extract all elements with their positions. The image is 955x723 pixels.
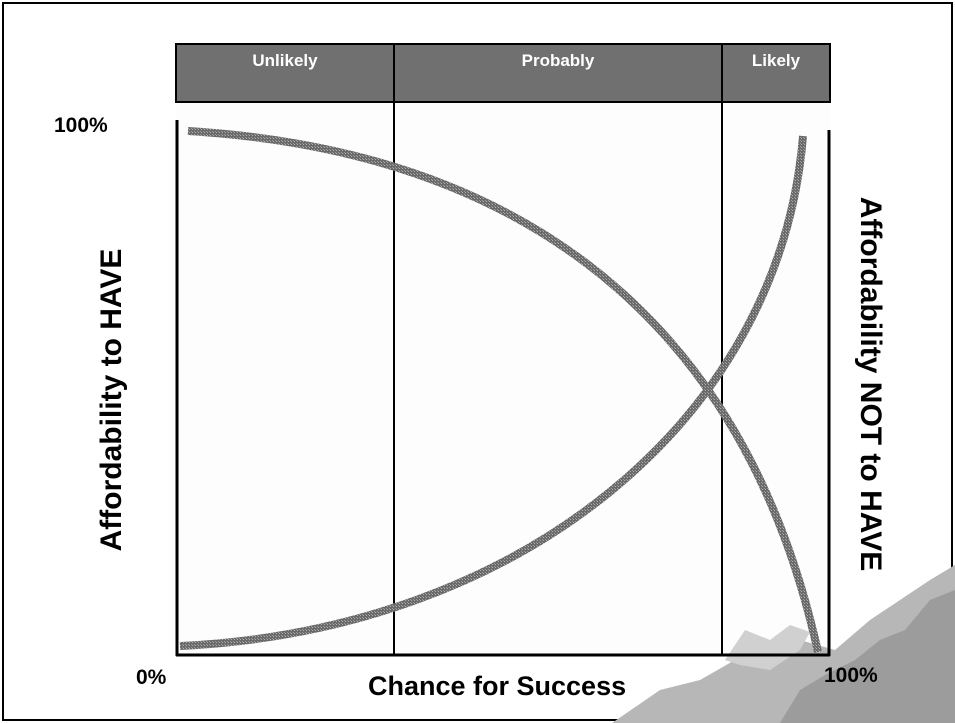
zone-label-unlikely: Unlikely [252, 51, 318, 70]
x-tick-0: 0% [136, 666, 167, 689]
curve-not-to-have [187, 127, 822, 653]
zone-label-probably: Probably [521, 51, 595, 70]
x-axis-label: Chance for Success [368, 671, 627, 701]
x-tick-100: 100% [824, 664, 878, 687]
plot-area [176, 100, 830, 654]
y-axis-label-left: Affordability to HAVE [95, 248, 128, 552]
mountain-shadow [780, 590, 955, 723]
mountain-highlight [725, 625, 810, 670]
curve-to-have [179, 135, 807, 650]
y-axis-label-right: Affordability NOT to HAVE [854, 196, 887, 572]
y-tick-100: 100% [54, 114, 108, 137]
zone-label-likely: Likely [751, 51, 801, 70]
